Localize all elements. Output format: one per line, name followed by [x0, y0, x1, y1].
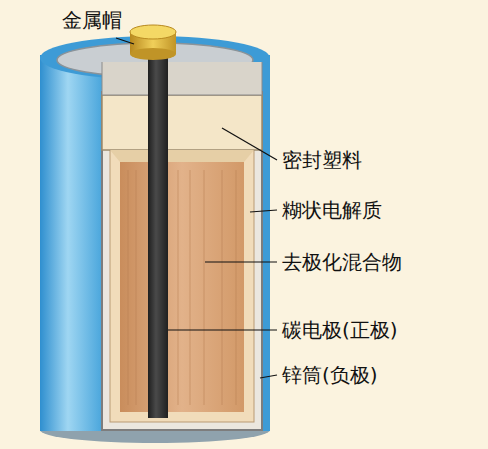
part-label: 密封塑料: [282, 148, 362, 172]
depolarizer-mix: [120, 162, 244, 412]
part-label: 去极化混合物: [282, 250, 402, 274]
zinc-can: [102, 92, 262, 430]
leader-line: [205, 261, 277, 262]
leader-line: [222, 128, 277, 160]
electrolyte-layer: [110, 150, 254, 422]
leader-lines: [116, 38, 277, 378]
cut-edge: [102, 62, 262, 95]
part-label: 锌筒(负极): [282, 363, 378, 387]
leader-line: [260, 375, 277, 378]
leader-line: [116, 38, 134, 44]
seal-underside: [110, 150, 254, 162]
leader-line: [168, 329, 277, 330]
carbon-rod: [148, 40, 168, 418]
leader-line: [250, 210, 277, 212]
metal-cap-top: [130, 25, 176, 39]
outer-jacket-edge: [262, 55, 270, 431]
mix-texture: [128, 170, 236, 405]
part-label: 金属帽: [62, 8, 122, 32]
part-label: 糊状电解质: [282, 198, 382, 222]
sealing-plastic: [102, 95, 262, 150]
outer-jacket: [40, 55, 102, 431]
part-label: 碳电极(正极): [282, 318, 398, 342]
metal-cap-base: [130, 48, 176, 60]
